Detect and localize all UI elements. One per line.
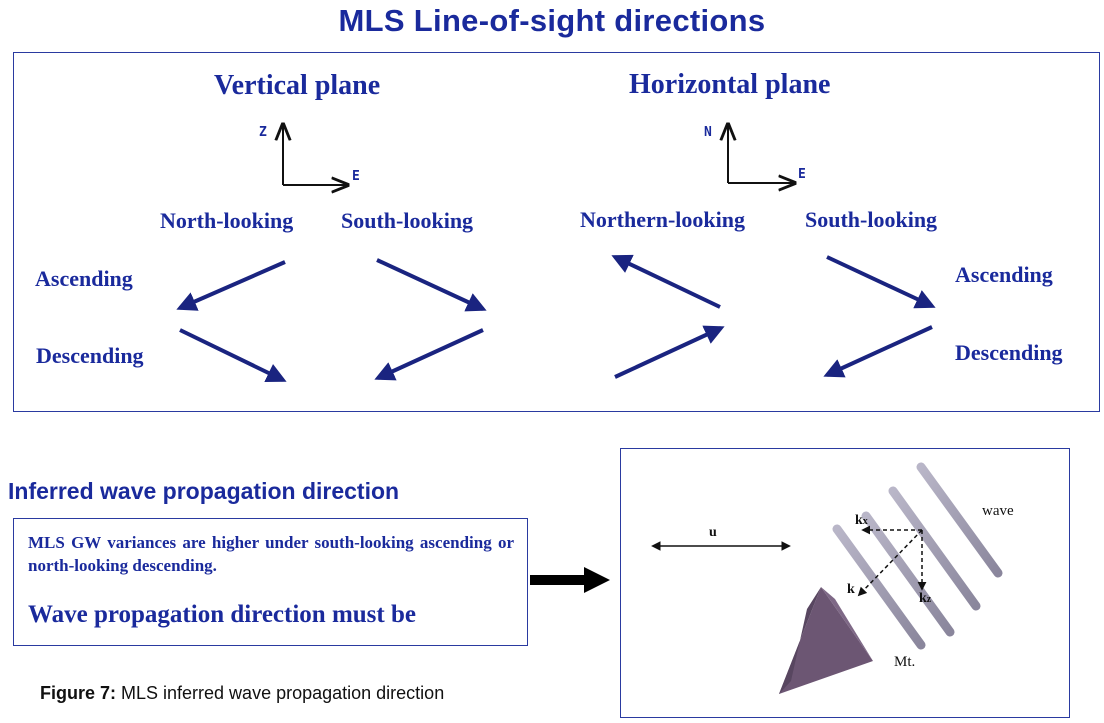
result-arrow <box>530 567 610 593</box>
kz-label: kz <box>919 591 932 606</box>
vp-south-ascending-arrow <box>376 258 487 312</box>
hp-north-looking-label: Northern-looking <box>580 207 745 232</box>
figure-caption: Figure 7: MLS inferred wave propagation … <box>40 683 445 703</box>
vp-descending-label: Descending <box>36 343 144 368</box>
hp-descending-label: Descending <box>955 340 1063 365</box>
vp-north-looking-label: North-looking <box>160 208 294 233</box>
horizontal-plane-title: Horizontal plane <box>629 69 831 100</box>
wave-label: wave <box>982 503 1014 519</box>
vp-south-descending-arrow <box>374 328 484 381</box>
los-panel <box>13 52 1100 412</box>
hp-ascending-label: Ascending <box>955 262 1053 287</box>
vp-ascending-label: Ascending <box>35 266 133 291</box>
wave-figure <box>651 462 1003 694</box>
vp-axis-z-label: Z <box>259 125 267 140</box>
wind-label: u <box>709 525 717 540</box>
wave-phase-lines <box>832 462 1003 650</box>
vertical-axes <box>283 126 346 185</box>
horizontal-axes <box>728 126 793 183</box>
k-label: k <box>847 582 855 597</box>
main-title: MLS Line-of-sight directions <box>338 3 766 38</box>
inferred-conclusion: Wave propagation direction must be <box>28 601 416 628</box>
hp-south-ascending-arrow <box>826 255 936 309</box>
wave-vectors <box>857 525 927 597</box>
vertical-plane-title: Vertical plane <box>214 70 381 101</box>
mountain-label: Mt. <box>894 654 916 670</box>
vp-north-descending-arrow <box>179 328 287 383</box>
inferred-heading: Inferred wave propagation direction <box>8 478 400 504</box>
wave-figure-panel: u wave kx kz k Mt. <box>620 448 1070 718</box>
hp-south-looking-label: South-looking <box>805 207 938 232</box>
hp-axis-e-label: E <box>798 167 806 182</box>
hp-north-ascending-arrow <box>611 254 721 309</box>
vp-north-ascending-arrow <box>176 260 286 311</box>
vp-axis-e-label: E <box>352 169 360 184</box>
vp-south-looking-label: South-looking <box>341 208 474 233</box>
hp-south-descending-arrow <box>823 325 933 378</box>
hp-north-descending-arrow <box>614 325 725 379</box>
mountain <box>779 587 873 694</box>
inferred-body: MLS GW variances are higher under south-… <box>28 533 514 575</box>
hp-axis-n-label: N <box>704 125 712 140</box>
inferred-box: MLS GW variances are higher under south-… <box>13 518 528 646</box>
kx-label: kx <box>855 513 868 528</box>
